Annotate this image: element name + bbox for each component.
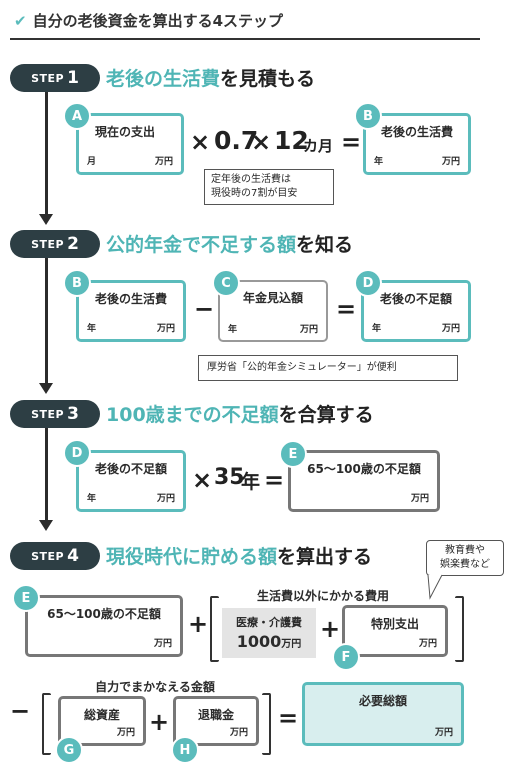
title-underline	[10, 38, 480, 40]
retirement-ratio-note: 定年後の生活費は 現役時の7割が目安	[204, 169, 334, 205]
badge-d: D	[63, 439, 91, 467]
box-retirement-allowance: 退職金 万円	[173, 696, 259, 746]
badge-e: E	[12, 584, 40, 612]
plus-sign: +	[149, 708, 170, 736]
equals-sign: =	[264, 466, 285, 494]
box-total-assets: 総資産 万円	[58, 696, 146, 746]
self-funded-amount-label: 自力でまかなえる金額	[95, 680, 215, 694]
equals-sign: =	[341, 128, 362, 156]
badge-h: H	[171, 736, 199, 764]
flow-arrow-1	[39, 214, 53, 225]
factor-value: 0.7	[214, 126, 259, 155]
badge-d: D	[354, 269, 382, 297]
page-title: ✔自分の老後資金を算出する4ステップ	[14, 12, 284, 30]
box-retirement-living-cost: 老後の生活費 年 万円	[363, 113, 471, 175]
medical-care-cost: 医療・介護費 1000万円	[222, 608, 316, 658]
minus-sign: −	[194, 295, 215, 323]
years-value: 35	[214, 465, 245, 490]
badge-c: C	[212, 269, 240, 297]
bubble-tail	[427, 574, 443, 600]
group-bracket-left	[42, 693, 51, 755]
special-expense-examples-bubble: 教育費や 娯楽費など	[426, 540, 504, 576]
box-special-expense: 特別支出 万円	[342, 605, 448, 657]
check-icon: ✔	[14, 12, 27, 30]
step-1-heading: 老後の生活費を見積もる	[106, 68, 316, 90]
minus-sign: −	[10, 697, 31, 725]
plus-sign: +	[320, 615, 341, 643]
pension-simulator-note: 厚労省「公的年金シミュレーター」が便利	[198, 355, 458, 381]
box-retirement-living-cost: 老後の生活費 年 万円	[76, 280, 186, 342]
non-living-costs-label: 生活費以外にかかる費用	[256, 589, 389, 603]
badge-b: B	[63, 269, 91, 297]
equals-sign: =	[336, 295, 357, 323]
months-unit: カ月	[303, 137, 334, 155]
group-bracket-left	[210, 596, 219, 662]
step-4-heading: 現役時代に貯める額を算出する	[106, 546, 373, 568]
step-3-heading: 100歳までの不足額を合算する	[106, 404, 374, 426]
box-total-shortfall-65-100: 65〜100歳の不足額 万円	[288, 450, 440, 512]
flow-arrow-3	[39, 520, 53, 531]
box-retirement-shortfall: 老後の不足額 年 万円	[76, 450, 186, 512]
times-sign: ×	[192, 466, 213, 494]
badge-g: G	[55, 736, 83, 764]
step-2-heading: 公的年金で不足する額を知る	[106, 234, 354, 256]
group-bracket-right	[455, 596, 464, 662]
badge-b: B	[354, 102, 382, 130]
times-sign: ×	[190, 128, 211, 156]
badge-a: A	[63, 102, 91, 130]
flow-line-1	[45, 82, 48, 217]
group-bracket-right	[262, 693, 271, 755]
box-required-total: 必要総額 万円	[302, 682, 464, 746]
years-unit: 年	[241, 471, 261, 493]
months-value: 12	[274, 126, 309, 155]
box-total-shortfall-65-100: 65〜100歳の不足額 万円	[25, 595, 183, 657]
flow-arrow-2	[39, 383, 53, 394]
times-sign: ×	[251, 128, 272, 156]
flow-line-2	[45, 256, 48, 386]
equals-sign: =	[278, 704, 299, 732]
badge-f: F	[332, 643, 360, 671]
plus-sign: +	[188, 610, 209, 638]
badge-e: E	[279, 440, 307, 468]
flow-line-3	[45, 426, 48, 523]
box-current-expense: 現在の支出 月 万円	[76, 113, 184, 175]
